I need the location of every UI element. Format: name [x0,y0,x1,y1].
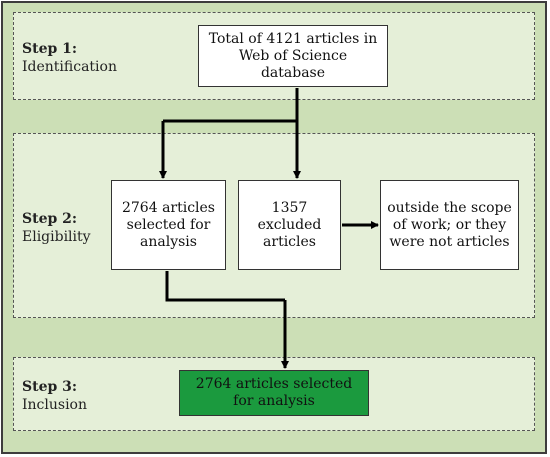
eligibility-step-name: Eligibility [22,229,91,245]
exclusion-reason-box: outside the scope of work; or they were … [380,180,519,270]
inclusion-step-name: Inclusion [22,397,87,413]
selected-articles-box: 2764 articles selected for analysis [111,180,226,270]
final-selection-box: 2764 articles selected for analysis [179,370,369,416]
eligibility-step-heading: Step 2: [22,211,78,227]
inclusion-step-label: Step 3: Inclusion [22,378,87,414]
connector-selected-down [165,271,285,302]
eligibility-step-label: Step 2: Eligibility [22,210,91,246]
inclusion-step-heading: Step 3: [22,379,78,395]
excluded-articles-box: 1357 excluded articles [238,180,341,270]
total-articles-box: Total of 4121 articles in Web of Science… [198,25,388,87]
identification-step-label: Step 1: Identification [22,40,117,76]
identification-step-heading: Step 1: [22,41,78,57]
identification-step-name: Identification [22,59,117,75]
